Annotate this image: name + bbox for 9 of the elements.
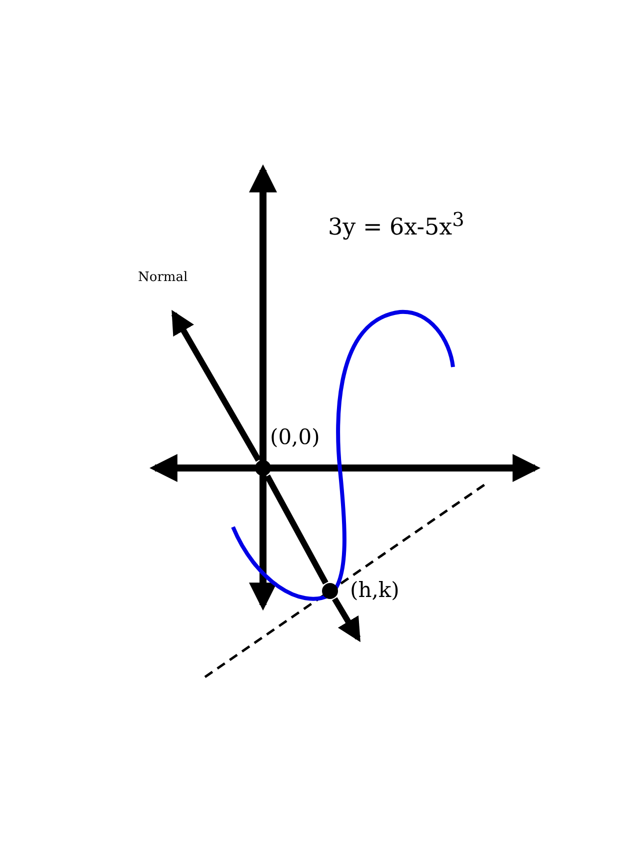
point-dot — [322, 583, 338, 599]
line-label: Normal — [138, 270, 188, 285]
normal-line — [264, 474, 328, 585]
equation: 3y = 6x-5x$^{3}$ — [328, 208, 464, 241]
normal-line — [332, 597, 361, 642]
point-dot — [255, 460, 271, 476]
point-label: (h,k) — [350, 578, 400, 602]
normal-line — [171, 310, 262, 462]
point-label: (0,0) — [270, 425, 320, 449]
